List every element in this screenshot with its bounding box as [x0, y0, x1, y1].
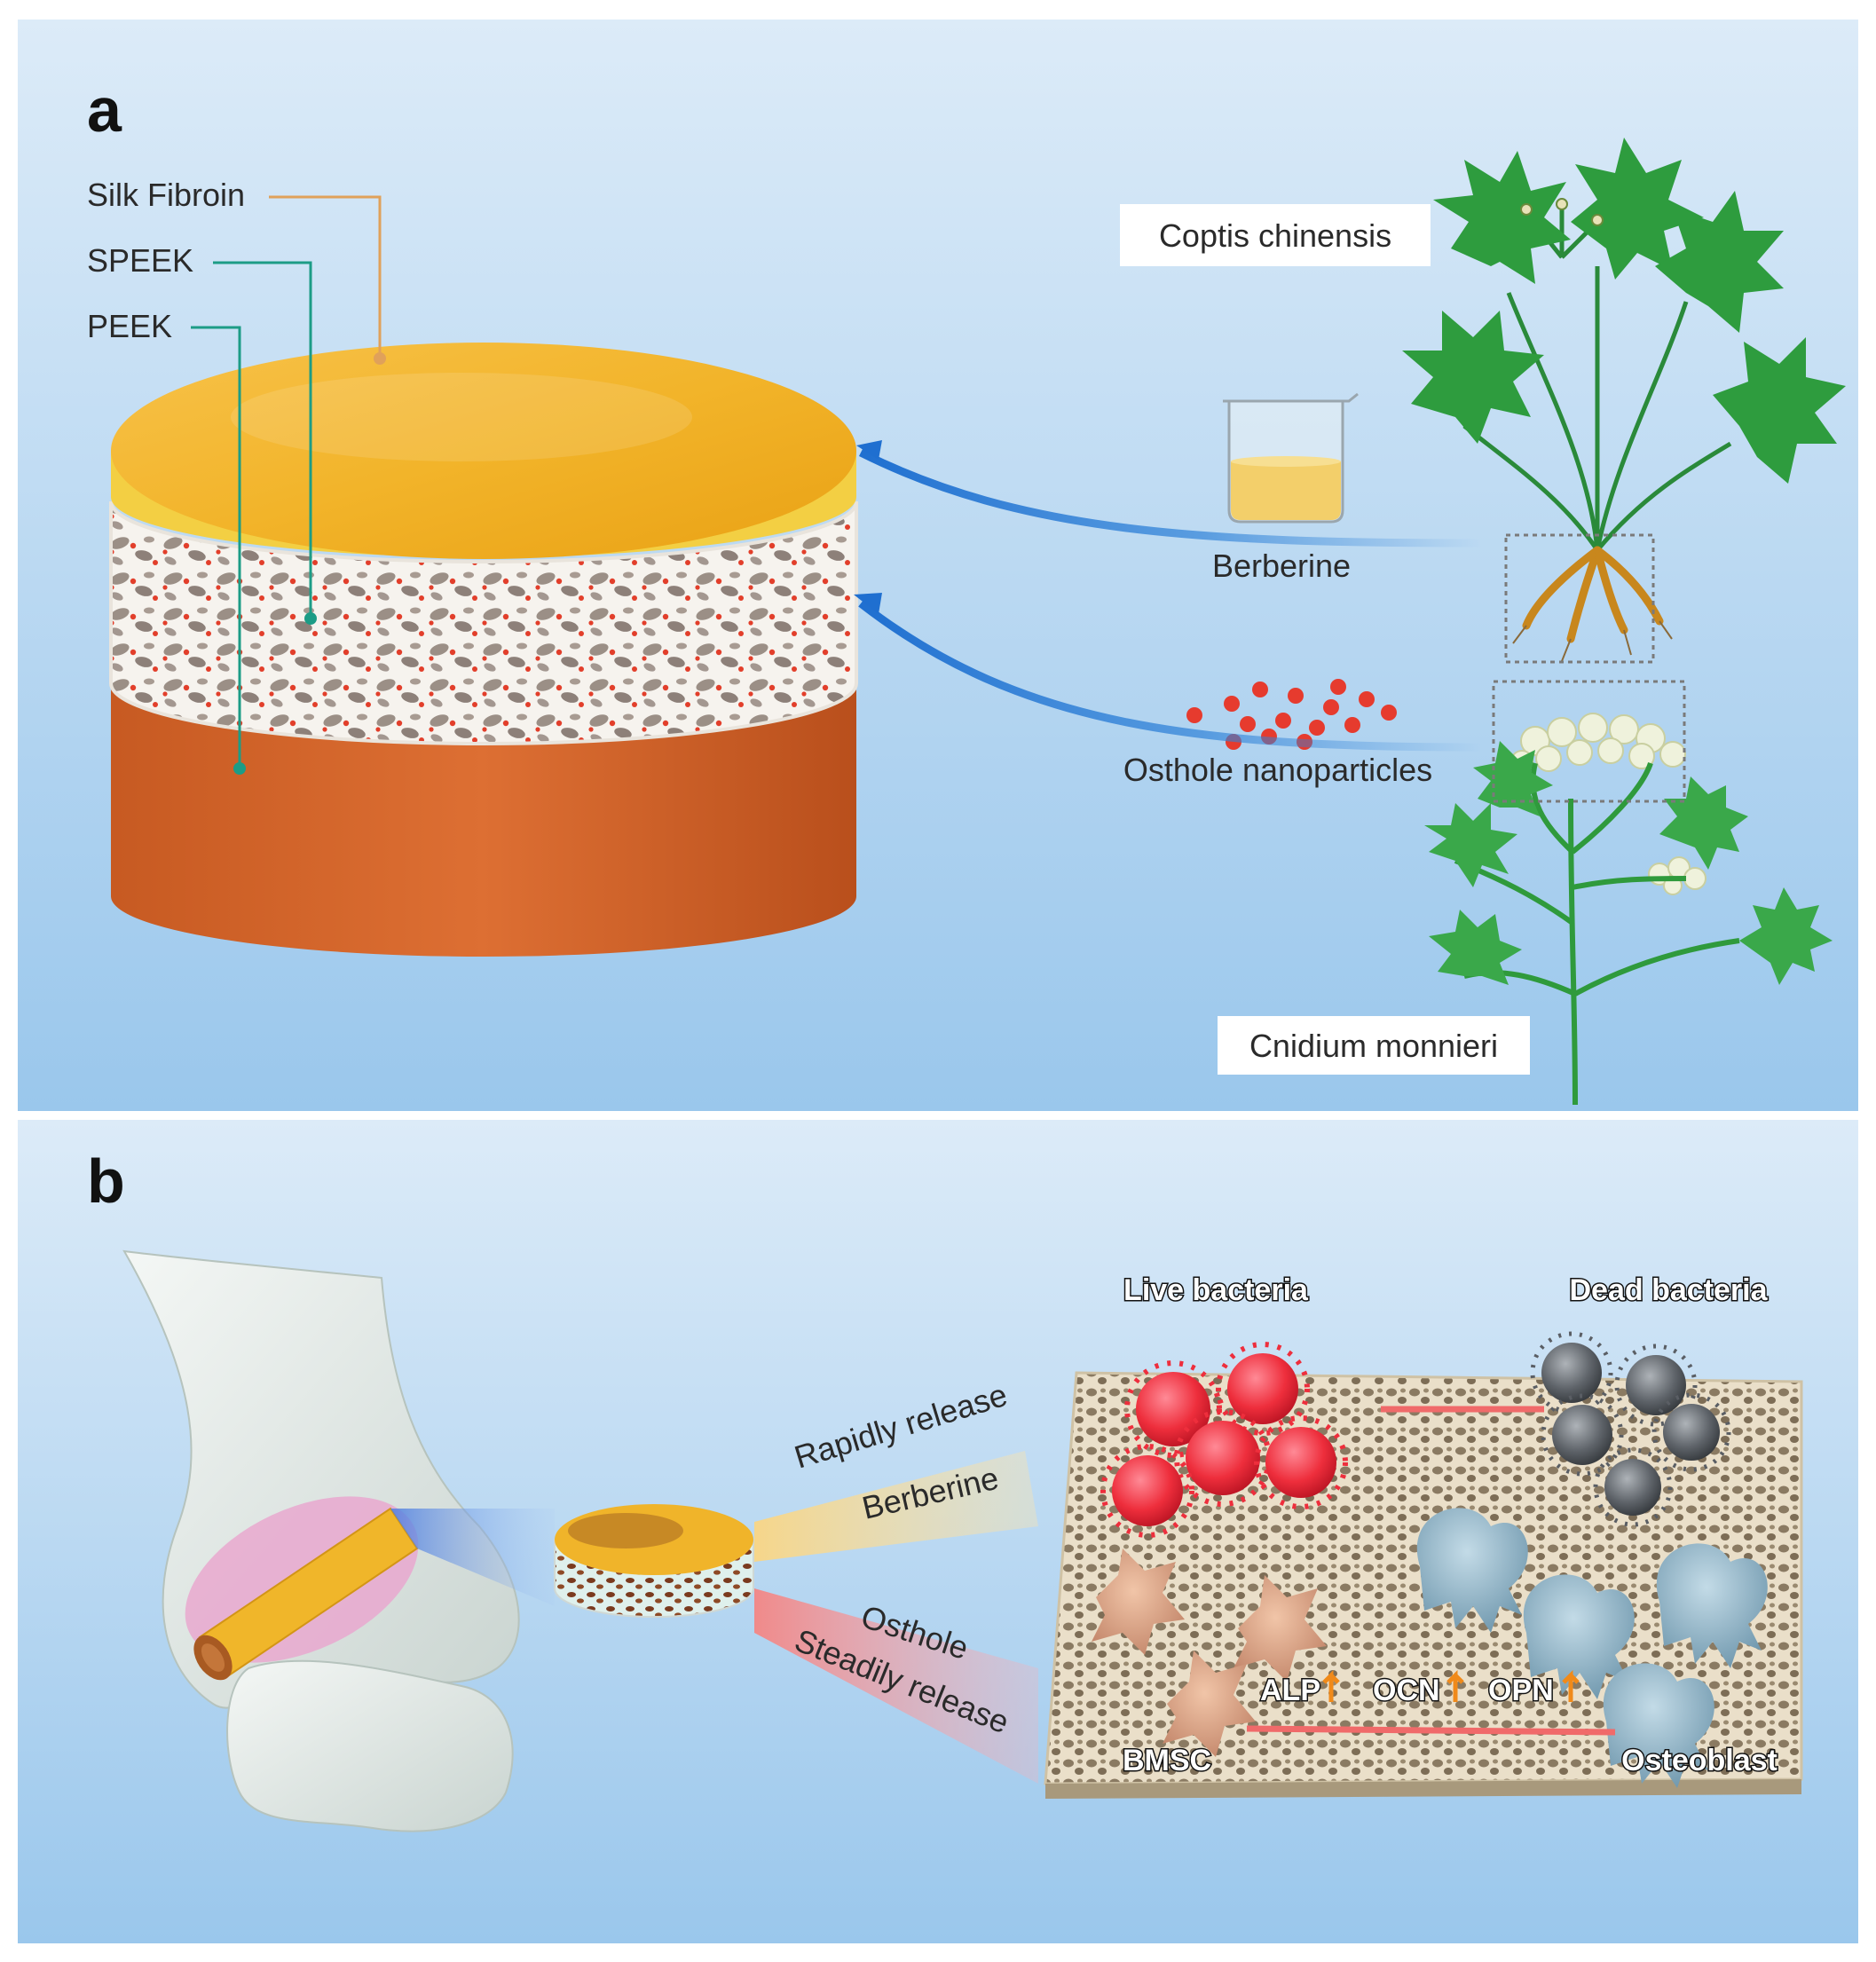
label-silk-fibroin: Silk Fibroin: [87, 177, 245, 213]
osteogenic-markers: ALP OCN OPN: [1259, 1669, 1580, 1709]
label-cnidium-monnieri: Cnidium monnieri: [1249, 1028, 1498, 1064]
live-bacterium: [1254, 1415, 1348, 1509]
peek-layer: [111, 674, 856, 957]
silk-fibroin-layer: [111, 343, 856, 559]
dead-bacteria-group: [1530, 1331, 1731, 1527]
up-arrow-icon: [1322, 1669, 1340, 1702]
coptis-label-box: [1120, 204, 1431, 266]
bmsc-cell: [1163, 1651, 1256, 1757]
bmsc-cell: [1092, 1548, 1185, 1655]
dead-bacterium: [1593, 1447, 1673, 1527]
panel-b-letter: b: [87, 1146, 125, 1216]
arrow-bmsc-to-osteoblast: [1246, 1725, 1616, 1736]
osthole-ribbon: [754, 1588, 1038, 1784]
coptis-chinensis-plant: [1402, 138, 1846, 664]
berberine-beaker-icon: [1223, 392, 1359, 524]
label-speek: SPEEK: [87, 242, 193, 279]
marker-alp: ALP: [1260, 1674, 1320, 1707]
live-bacterium: [1100, 1444, 1194, 1538]
label-osthole-nanoparticles: Osthole nanoparticles: [1123, 752, 1432, 788]
flower-highlight-box: [1492, 680, 1686, 803]
up-arrow-icon: [1446, 1669, 1464, 1702]
bmsc-cells: [1092, 1548, 1327, 1757]
live-bacterium: [1216, 1342, 1310, 1436]
osteoblast-cell: [1416, 1508, 1528, 1633]
layered-cylinder: [109, 343, 858, 957]
cnidium-label-box: [1218, 1016, 1530, 1075]
speek-layer: [109, 500, 858, 745]
osteoblast-cell: [1603, 1663, 1714, 1788]
live-bacterium: [1124, 1360, 1222, 1458]
live-bacteria-group: [1100, 1342, 1348, 1538]
layer-leader-lines: [191, 195, 386, 775]
dead-bacterium: [1541, 1393, 1624, 1477]
cnidium-monnieri-plant: [1424, 680, 1833, 1106]
berberine-ribbon: [754, 1451, 1038, 1562]
arrowhead-osthole: [854, 593, 882, 614]
label-coptis-chinensis: Coptis chinensis: [1159, 217, 1391, 254]
root-highlight-box: [1504, 533, 1655, 664]
label-dead-bacteria: Dead bacteria: [1570, 1273, 1769, 1307]
osteoblast-cell: [1523, 1574, 1635, 1699]
label-osteoblast: Osteoblast: [1621, 1744, 1777, 1777]
silk-fibroin-leader: [269, 195, 382, 359]
peek-leader: [191, 326, 241, 768]
label-bmsc: BMSC: [1123, 1744, 1211, 1777]
bmsc-cell: [1234, 1575, 1327, 1682]
label-berberine-a: Berberine: [1212, 548, 1351, 584]
speek-leader-dot: [304, 612, 317, 625]
up-arrow-icon: [1562, 1669, 1580, 1702]
arrowhead-berberine: [856, 440, 882, 460]
arrow-berberine-to-silk: [858, 448, 1483, 548]
speek-leader: [213, 261, 312, 619]
dead-bacterium: [1530, 1331, 1613, 1414]
osteoblast-cell: [1656, 1543, 1768, 1668]
panel-a-letter: a: [87, 75, 122, 145]
dead-bacterium: [1614, 1343, 1698, 1427]
dead-bacterium: [1651, 1392, 1731, 1472]
marker-opn: OPN: [1488, 1674, 1554, 1707]
zoom-cone: [390, 1509, 555, 1606]
silk-fibroin-leader-dot: [374, 352, 386, 365]
tibia-bone: [226, 1659, 514, 1832]
femur-bone: [122, 1249, 520, 1832]
marker-ocn: OCN: [1373, 1674, 1440, 1707]
peek-leader-dot: [233, 762, 246, 775]
arrow-osthole-to-speek: [858, 600, 1483, 752]
label-peek: PEEK: [87, 308, 172, 344]
implant-disc: [554, 1504, 754, 1618]
osteoblast-cells: [1416, 1508, 1768, 1788]
label-live-bacteria: Live bacteria: [1123, 1273, 1309, 1307]
